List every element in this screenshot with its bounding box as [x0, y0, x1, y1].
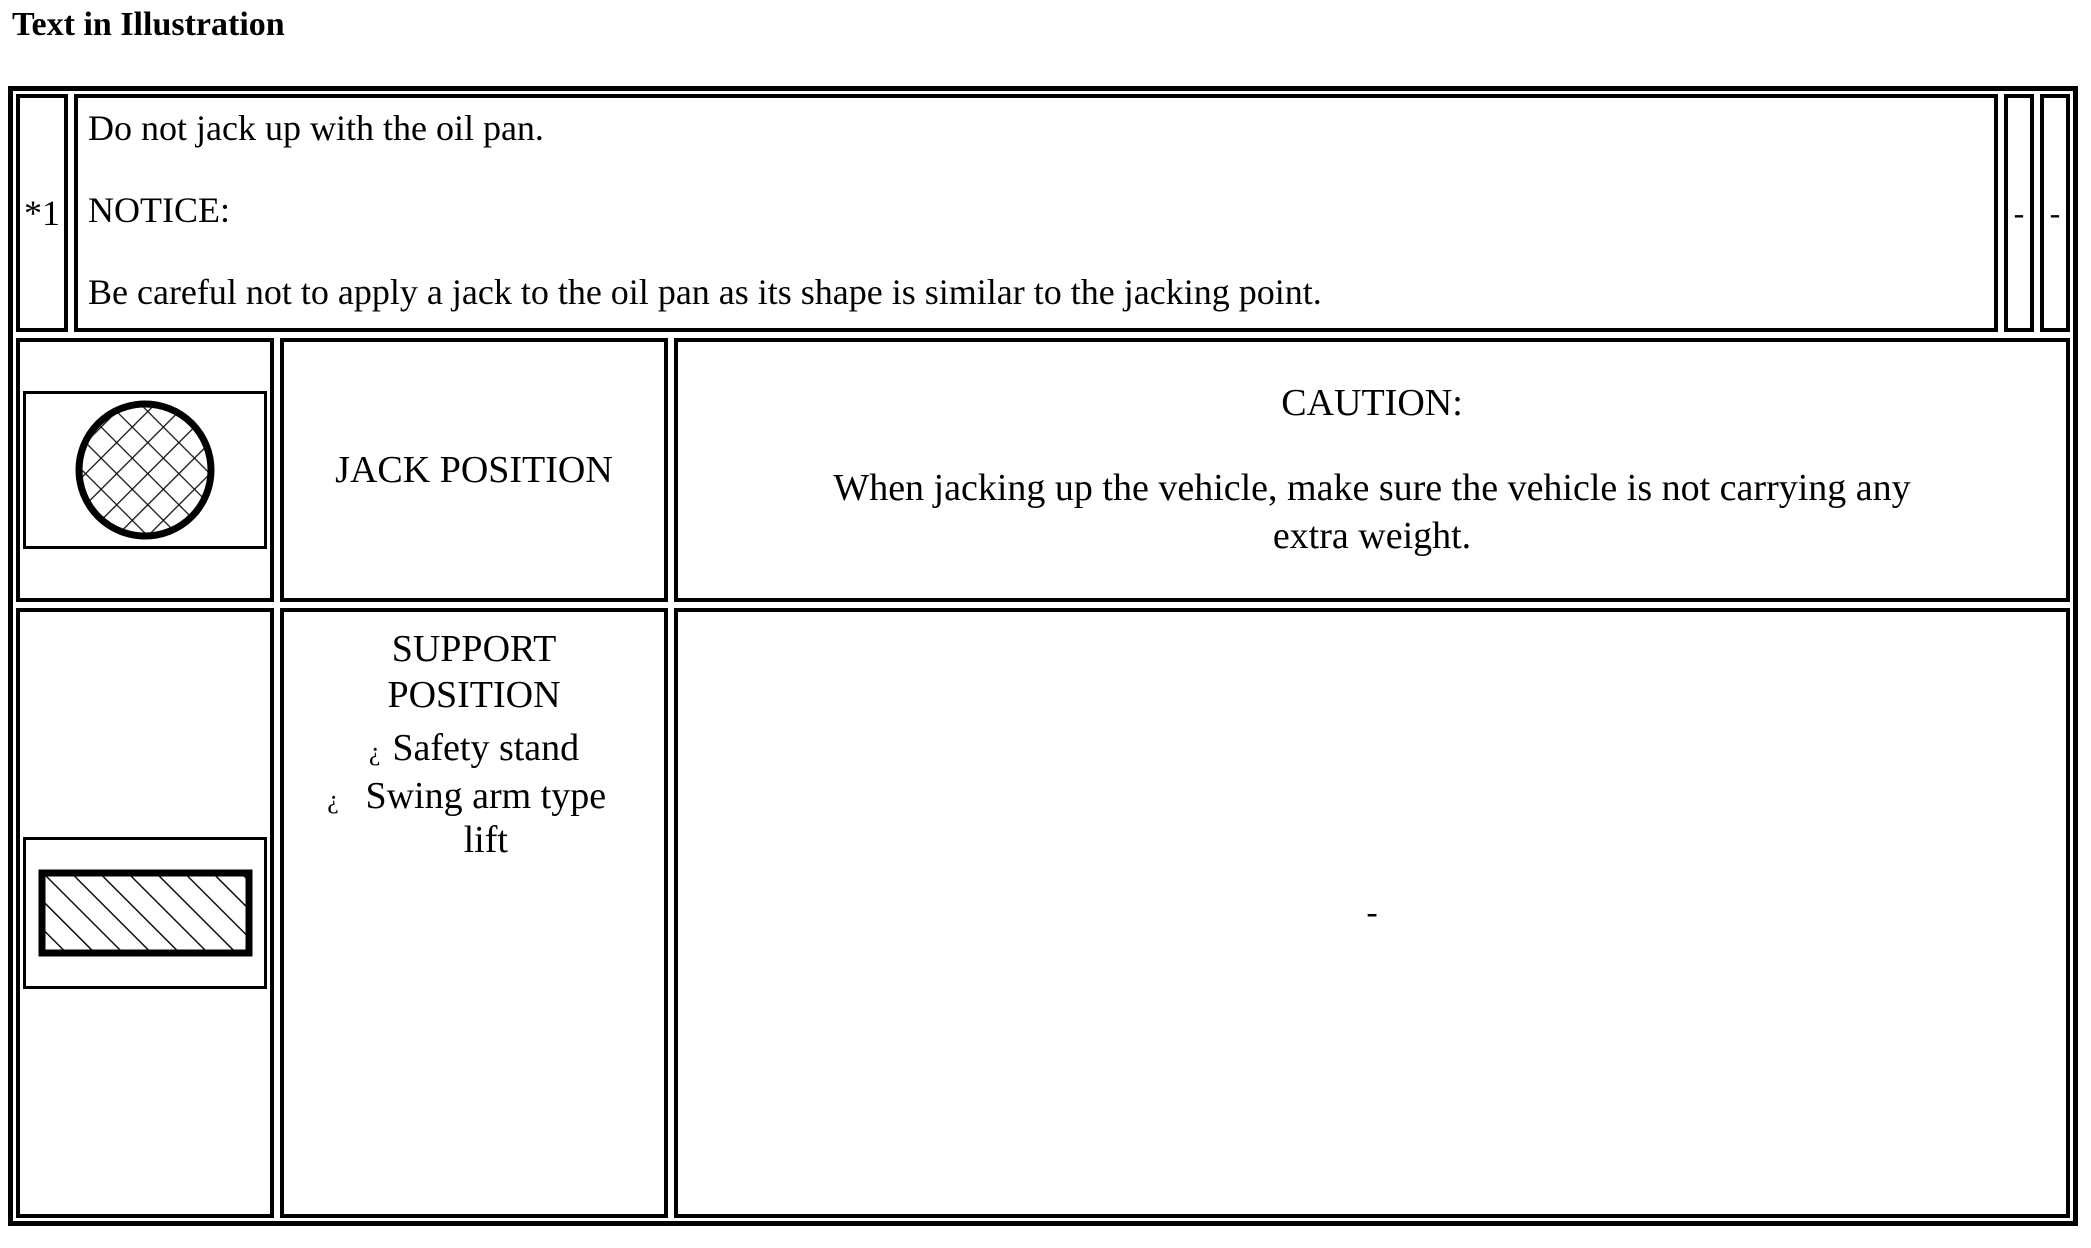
caution-heading: CAUTION:	[1281, 382, 1463, 424]
table-row-support-position: SUPPORT POSITION ¿ Safety stand ¿ Swing …	[13, 605, 2073, 1221]
list-item: ¿ Safety stand	[284, 726, 664, 774]
bullet-icon: ¿	[368, 737, 381, 766]
notice-text-cell: Do not jack up with the oil pan. NOTICE:…	[74, 94, 1998, 332]
support-position-bullet-list: ¿ Safety stand ¿ Swing arm type lift	[284, 726, 664, 862]
support-position-icon-frame	[23, 837, 267, 989]
jack-position-icon-cell	[16, 338, 274, 602]
support-position-rect-hatch-icon	[38, 869, 252, 957]
support-position-title-line-1: SUPPORT	[391, 628, 557, 670]
support-position-title-line-2: POSITION	[387, 674, 561, 716]
narrow-value-cell-2: -	[2040, 94, 2070, 332]
jack-position-icon-frame	[23, 391, 267, 549]
notice-line-2: NOTICE:	[88, 190, 230, 230]
jack-position-circle-hatch-icon	[75, 400, 215, 540]
reference-marker-label: *1	[24, 193, 60, 233]
bullet-label-2: Swing arm type lift	[365, 775, 607, 861]
jack-position-label: JACK POSITION	[335, 449, 613, 491]
narrow-value-cell-1: -	[2004, 94, 2034, 332]
bullet-label-1: Safety stand	[392, 727, 580, 769]
support-position-icon-cell	[16, 608, 274, 1218]
table-row-jack-position: JACK POSITION CAUTION: When jacking up t…	[13, 335, 2073, 605]
support-position-value: -	[1366, 894, 1378, 931]
narrow-value-2: -	[2049, 195, 2061, 231]
jack-position-label-cell: JACK POSITION	[280, 338, 668, 602]
bullet-icon: ¿	[327, 785, 339, 814]
notice-line-3: Be careful not to apply a jack to the oi…	[88, 272, 1322, 312]
table-row-notice: *1 Do not jack up with the oil pan. NOTI…	[13, 91, 2073, 335]
notice-line-1: Do not jack up with the oil pan.	[88, 108, 544, 148]
narrow-value-1: -	[2013, 195, 2025, 231]
list-item: ¿ Swing arm type lift	[284, 774, 664, 862]
reference-marker-cell: *1	[16, 94, 68, 332]
support-position-label-cell: SUPPORT POSITION ¿ Safety stand ¿ Swing …	[280, 608, 668, 1218]
caution-cell: CAUTION: When jacking up the vehicle, ma…	[674, 338, 2070, 602]
page-title: Text in Illustration	[12, 6, 285, 43]
support-position-value-cell: -	[674, 608, 2070, 1218]
caution-body: When jacking up the vehicle, make sure t…	[833, 467, 1911, 557]
illustration-text-table: *1 Do not jack up with the oil pan. NOTI…	[8, 86, 2078, 1226]
